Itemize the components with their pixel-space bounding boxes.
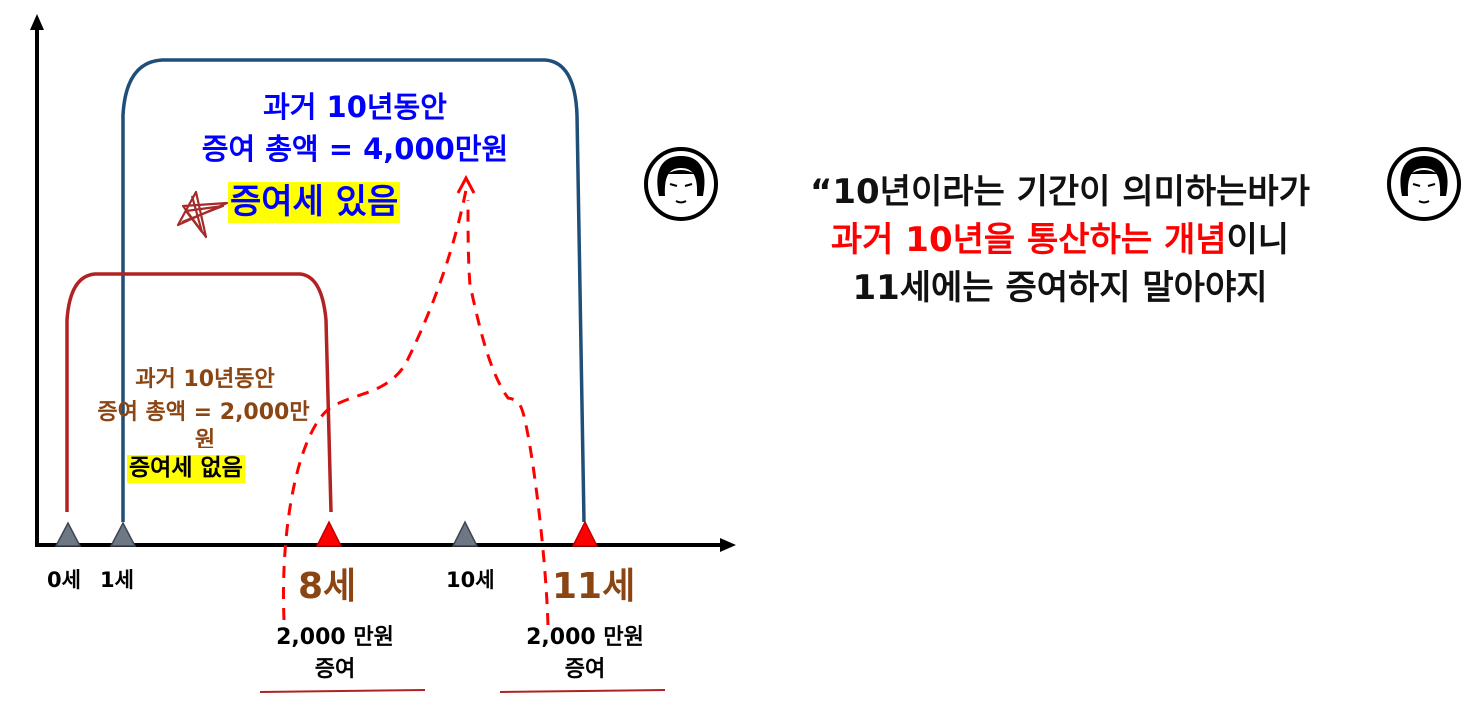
age-11-label: 11세 <box>552 566 636 607</box>
face-icon <box>1387 147 1461 221</box>
dashed-arrow-8 <box>282 189 468 621</box>
dashed-arrow-11 <box>466 199 550 626</box>
marker-age-11 <box>571 520 599 547</box>
gift-8-label: 증여 <box>314 657 356 682</box>
quote-line3: 11세에는 증여하지 말아야지 <box>852 268 1268 308</box>
gift-11-amount: 2,000 만원 <box>526 625 644 650</box>
red-bracket-line1: 과거 10년동안 <box>135 367 275 392</box>
quote-line2-highlight: 과거 10년을 통산하는 개념 <box>830 220 1227 260</box>
tax-yes-label: 증여세 있음 <box>228 182 401 223</box>
y-axis-arrow <box>30 14 44 30</box>
red-bracket-line3: 원 <box>194 428 216 448</box>
quote-line2-tail: 이니 <box>1226 220 1290 260</box>
marker-age-0 <box>54 521 82 547</box>
blue-bracket-line2: 증여 총액 = 4,000만원 <box>201 132 509 166</box>
star-icon <box>176 190 229 239</box>
age-1-label: 1세 <box>100 568 134 592</box>
gift-8-amount: 2,000 만원 <box>276 625 394 650</box>
quote-block: “10년이라는 기간이 의미하는바가 과거 10년을 통산하는 개념이니 11세… <box>720 168 1400 312</box>
age-0-label: 0세 <box>47 568 81 592</box>
marker-age-8 <box>315 520 343 547</box>
dashed-arrow-8-head <box>456 174 476 194</box>
blue-bracket <box>121 58 586 523</box>
x-axis-arrow <box>720 538 736 552</box>
age-10-label: 10세 <box>446 568 495 592</box>
tax-no-label: 증여세 없음 <box>127 455 245 483</box>
underline-gift-11 <box>499 689 666 693</box>
gift-11-label: 증여 <box>564 657 606 682</box>
red-bracket-line2: 증여 총액 = 2,000만 <box>97 400 310 425</box>
underline-gift-8 <box>259 689 426 693</box>
quote-line2: 과거 10년을 통산하는 개념이니 <box>720 216 1400 264</box>
quote-line1: “10년이라는 기간이 의미하는바가 <box>810 172 1310 212</box>
marker-age-1 <box>109 521 137 547</box>
age-8-label: 8세 <box>298 566 357 607</box>
blue-bracket-line1: 과거 10년동안 <box>263 90 447 124</box>
red-bracket <box>65 272 333 513</box>
face-icon <box>644 147 718 221</box>
marker-age-10 <box>451 520 479 547</box>
